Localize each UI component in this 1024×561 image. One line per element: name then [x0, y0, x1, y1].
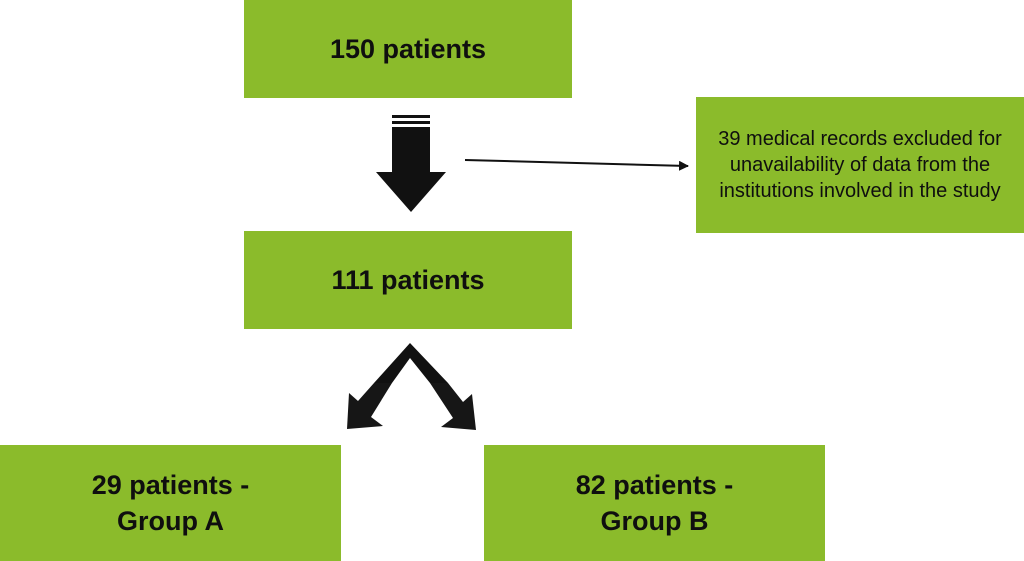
- box-150-patients-label: 150 patients: [329, 34, 487, 64]
- box-111-patients-label: 111 patients: [331, 265, 485, 295]
- split-arrow-icon: [347, 343, 476, 430]
- exclusion-arrow-icon: [464, 159, 689, 171]
- box-group-a-line1: 29 patients -: [91, 470, 250, 500]
- box-excluded-records: 39 medical records excluded for unavaila…: [696, 97, 1024, 233]
- down-arrow-icon: [376, 115, 446, 212]
- box-group-b: 82 patients - Group B: [484, 445, 825, 561]
- box-excluded-records-label: 39 medical records excluded for unavaila…: [718, 128, 1002, 202]
- box-group-b-line1: 82 patients -: [575, 470, 734, 500]
- box-group-a-line2: Group A: [116, 506, 224, 536]
- box-group-a: 29 patients - Group A: [0, 445, 341, 561]
- box-150-patients: 150 patients: [244, 0, 572, 98]
- box-111-patients: 111 patients: [244, 231, 572, 329]
- box-group-b-line2: Group B: [600, 506, 709, 536]
